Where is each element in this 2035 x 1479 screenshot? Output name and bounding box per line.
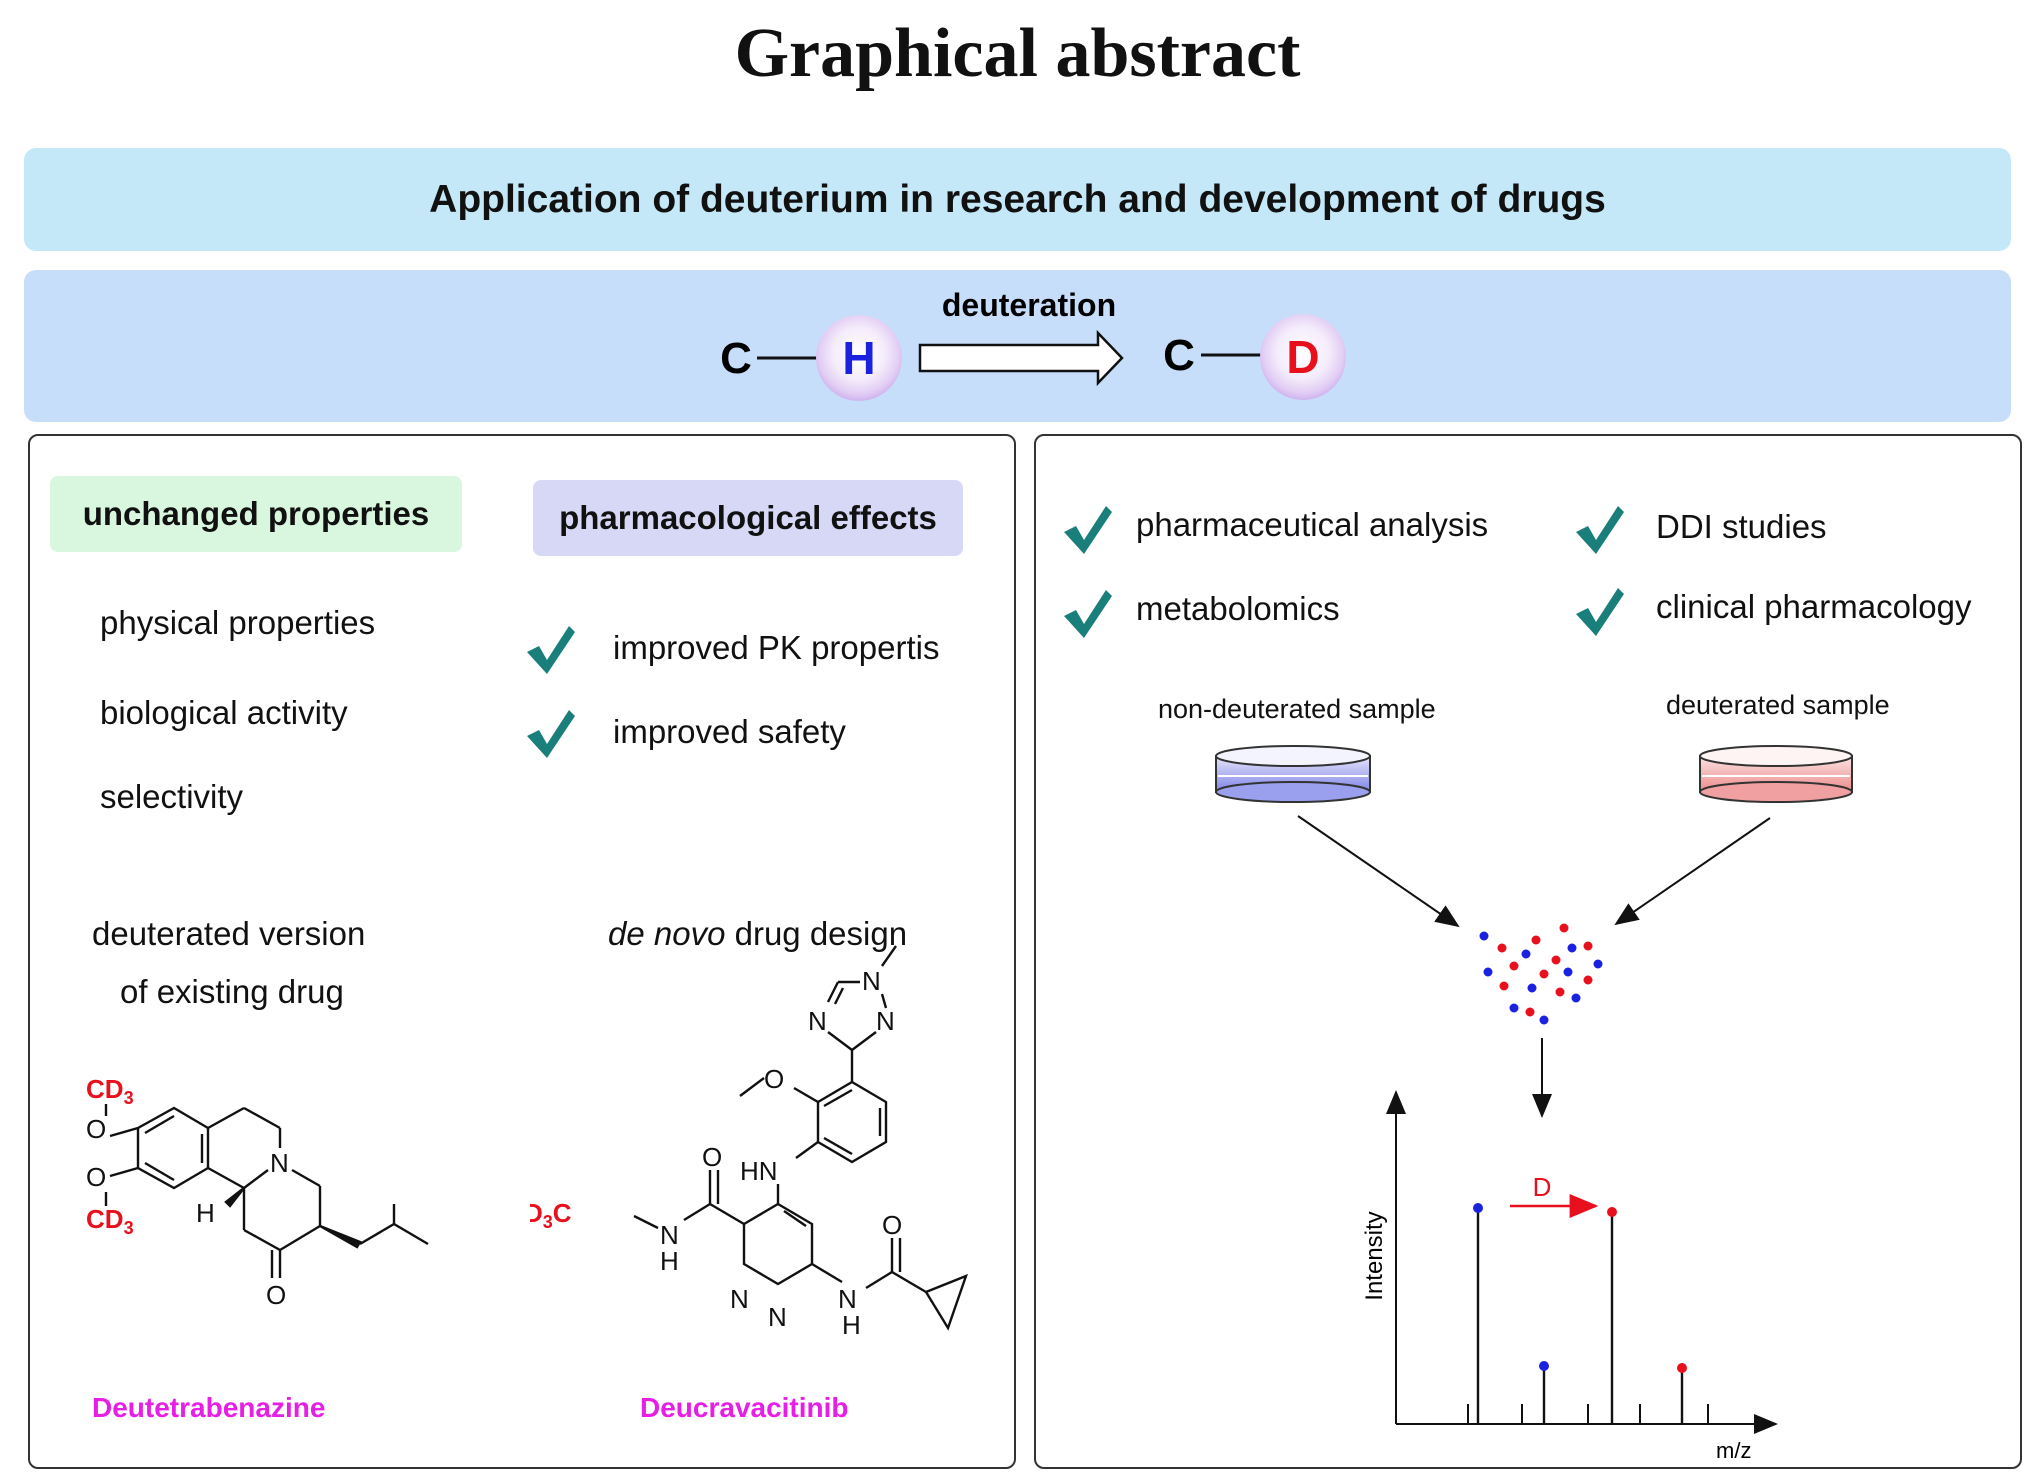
de-novo-label: de novo drug design (608, 915, 907, 953)
oxygen-label: O (266, 1280, 286, 1310)
application-item: DDI studies (1656, 508, 1827, 545)
deuteration-arrow (918, 329, 1124, 387)
mass-spectrum: Intensity m/z D (1361, 1090, 1778, 1463)
de-novo-rest: drug design (725, 915, 908, 952)
pharm-effect-item: improved PK propertis (613, 629, 940, 666)
pharmacological-effects-header: pharmacological effects (533, 480, 963, 556)
oxygen-label: O (86, 1114, 106, 1144)
cd3-label: CD3 (86, 1204, 134, 1238)
existing-drug-label-line1: deuterated version (92, 915, 366, 952)
topic-banner: Application of deuterium in research and… (24, 148, 2011, 251)
cd3-label: CD3 (86, 1074, 134, 1108)
pharm-effect-item: improved safety (613, 713, 846, 750)
deucravacitinib-structure: N N N O HN O N H D3C N N N H (530, 945, 968, 1340)
check-icon (1576, 588, 1624, 636)
ms-workflow-diagram: Intensity m/z D (1215, 745, 1853, 1463)
unchanged-properties-header: unchanged properties (50, 476, 462, 552)
unchanged-item: biological activity (100, 694, 348, 731)
carbon-atom-right: C (1163, 331, 1195, 380)
ms-x-label: m/z (1716, 1438, 1751, 1463)
nitrogen-label: N (838, 1284, 857, 1314)
application-item: clinical pharmacology (1656, 588, 1972, 625)
d3c-label: D3C (530, 1198, 572, 1232)
unchanged-properties-title: unchanged properties (82, 495, 430, 532)
unchanged-item: selectivity (100, 778, 244, 815)
topic-banner-text: Application of deuterium in research and… (429, 177, 1606, 221)
mass-shift-label: D (1533, 1172, 1552, 1202)
drug-name-deucravacitinib: Deucravacitinib (640, 1392, 849, 1423)
non-deuterated-dish-icon (1215, 745, 1371, 803)
deuteration-banner: C H deuteration C D (24, 270, 2011, 422)
flow-arrow (1297, 815, 1460, 928)
unchanged-item: physical properties (100, 604, 376, 641)
sample-label-deuterated: deuterated sample (1666, 690, 1890, 720)
nitrogen-label: N (660, 1220, 679, 1250)
check-icon (1576, 506, 1624, 554)
nh-label: HN (740, 1156, 778, 1186)
analysis-panel: pharmaceutical analysis metabolomics DDI… (1034, 434, 2022, 1469)
sample-label-non-deuterated: non-deuterated sample (1158, 694, 1436, 724)
application-item: pharmaceutical analysis (1136, 506, 1489, 543)
hydrogen-label: H (842, 1310, 861, 1340)
oxygen-label: O (882, 1210, 902, 1240)
deutetrabenazine-structure: CD3 O O CD3 N O H (86, 1074, 429, 1310)
application-item: metabolomics (1136, 590, 1340, 627)
deuteration-label: deuteration (942, 287, 1116, 323)
nitrogen-label: N (876, 1006, 895, 1036)
existing-drug-label-line2: of existing drug (120, 973, 344, 1010)
nitrogen-label: N (270, 1148, 289, 1178)
pharmacological-effects-title: pharmacological effects (559, 499, 937, 536)
drug-design-panel: unchanged properties pharmacological eff… (28, 434, 1016, 1469)
de-novo-italic: de novo (608, 915, 726, 952)
flow-arrow (1614, 817, 1771, 926)
oxygen-label: O (764, 1064, 784, 1094)
check-icon (527, 710, 575, 758)
hydrogen-label: H (842, 332, 875, 384)
hydrogen-label: H (196, 1198, 215, 1228)
nitrogen-label: N (808, 1006, 827, 1036)
page-title: Graphical abstract (734, 15, 1301, 92)
deuterium-label: D (1286, 331, 1319, 383)
nitrogen-label: N (768, 1302, 787, 1332)
nitrogen-label: N (730, 1284, 749, 1314)
deuterium-sphere (1260, 314, 1346, 400)
carbon-atom-left: C (720, 334, 752, 383)
mixed-sample-dots (1479, 923, 1603, 1025)
hydrogen-label: H (660, 1246, 679, 1276)
ms-y-label: Intensity (1361, 1211, 1388, 1300)
check-icon (1064, 590, 1112, 638)
deuterated-dish-icon (1699, 745, 1853, 803)
oxygen-label: O (86, 1162, 106, 1192)
oxygen-label: O (702, 1142, 722, 1172)
nitrogen-label: N (862, 966, 881, 996)
hydrogen-sphere (816, 315, 902, 401)
check-icon (527, 626, 575, 674)
deuteration-scheme: C H deuteration C D (720, 287, 1346, 401)
drug-name-deutetrabenazine: Deutetrabenazine (92, 1392, 326, 1423)
check-icon (1064, 506, 1112, 554)
